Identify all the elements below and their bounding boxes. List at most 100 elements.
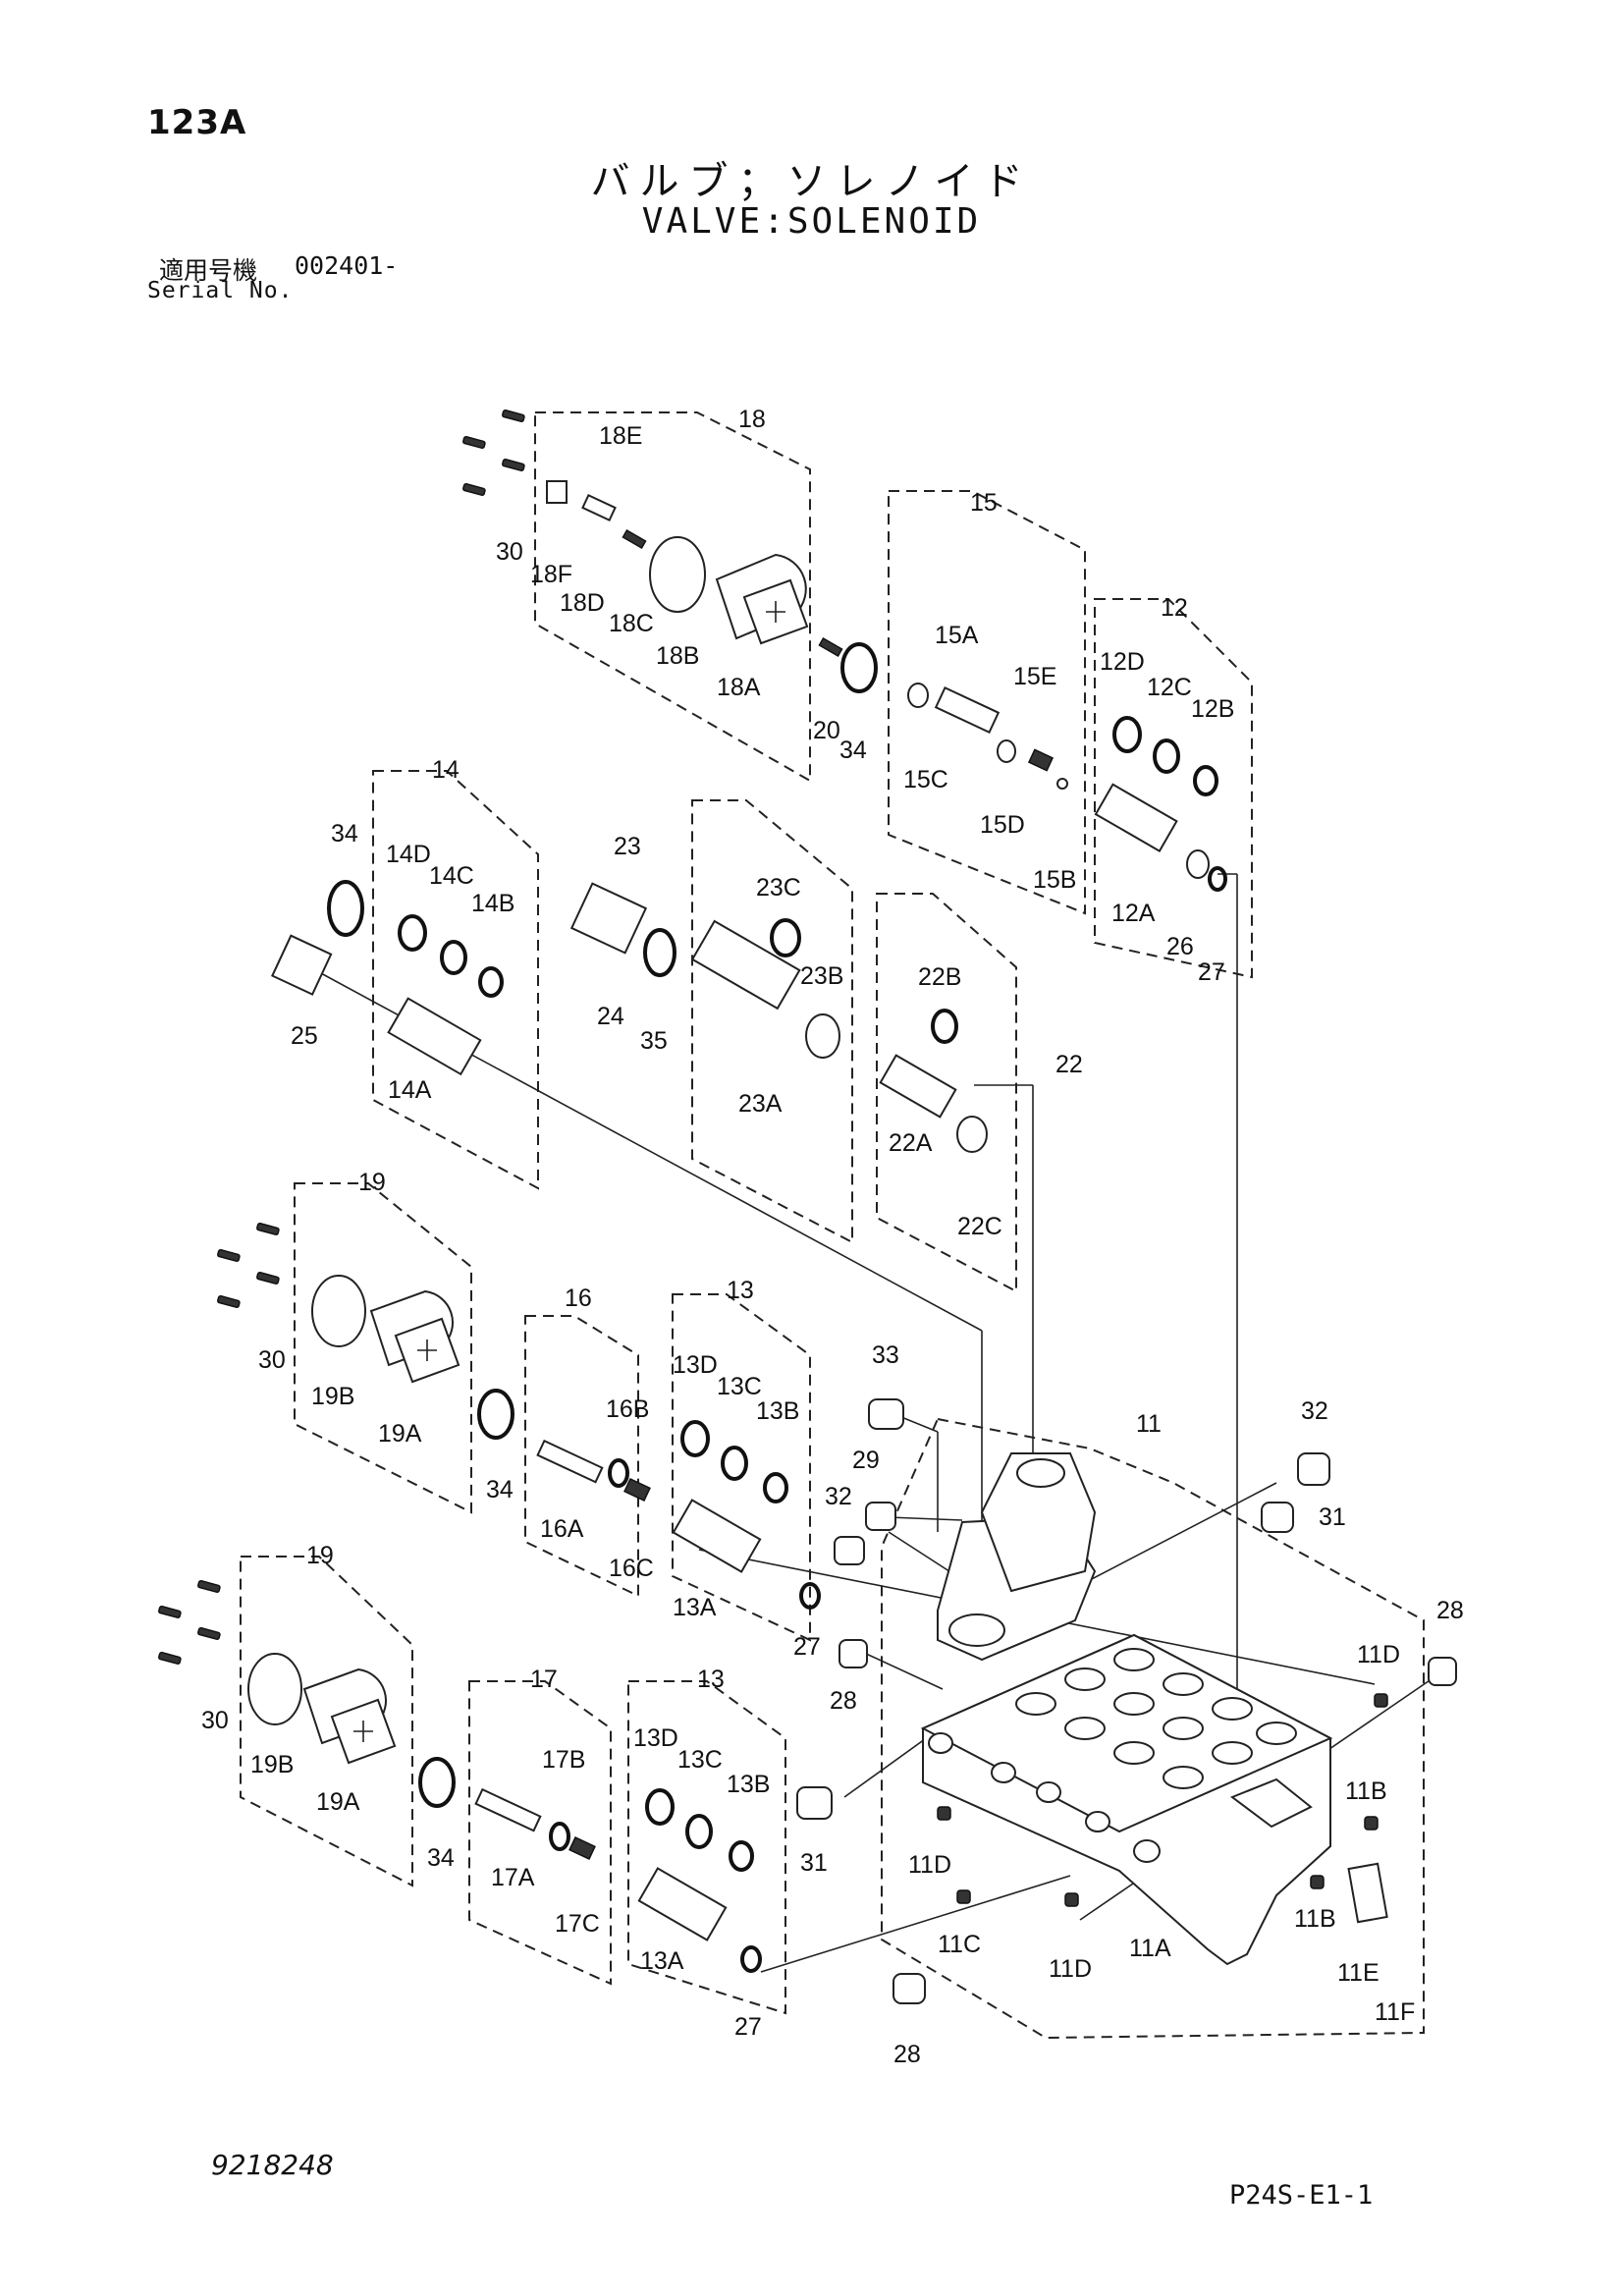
callout-30-top: 30 [496,538,523,566]
callout-18: 18 [738,406,766,433]
plug-25 [271,934,333,996]
spring-17c [568,1836,596,1860]
callout-12b: 12B [1191,695,1234,723]
callout-13a-upper: 13A [673,1594,717,1621]
plug-24 [569,882,648,955]
callout-13a-lower: 13A [640,1947,684,1975]
callout-11a: 11A [1129,1935,1171,1962]
page-id: 123A [147,103,247,142]
coil-19b-lower [247,1653,302,1725]
callout-11d-bottom: 11D [1049,1955,1092,1983]
callout-23a: 23A [738,1090,783,1118]
callout-22a: 22A [889,1129,933,1157]
callout-33: 33 [872,1341,899,1369]
serial-label-japanese: 適用号機 [159,256,258,285]
o-ring-27-upper [1208,866,1227,892]
o-ring-34-upper [840,642,878,693]
o-ring-14b [478,966,504,998]
callout-15: 15 [970,489,998,517]
serial-label-english: Serial No. [147,278,294,303]
ball-15b [1056,778,1068,790]
cartridge-13a-lower [637,1867,728,1941]
group-13-lower-outline [627,1680,786,2015]
callout-35: 35 [640,1027,668,1055]
o-ring-34-19-lower [418,1757,456,1808]
callout-19-lower: 19 [306,1542,334,1569]
spool-17a [474,1787,542,1832]
callout-17a: 17A [491,1864,535,1891]
callout-13b-upper: 13B [756,1397,799,1425]
o-ring-13c-upper [721,1446,748,1481]
callout-27-middle: 27 [793,1633,821,1661]
plug-28-bottom [893,1973,926,2004]
cartridge-13a-upper [672,1499,762,1573]
callout-15d: 15D [980,811,1025,839]
callout-11f: 11F [1375,1998,1415,2026]
plug-11c [956,1889,971,1904]
plug-26 [1186,849,1210,879]
seal-16b [608,1458,629,1488]
bolts-30-middle [217,1222,280,1309]
callout-16c: 16C [609,1555,654,1582]
leader-line [760,1875,1071,1973]
o-ring-13b-upper [763,1472,788,1503]
plug-11d-left [937,1806,951,1821]
plug-29 [865,1502,896,1531]
solenoid-19a-upper [369,1289,460,1384]
o-ring-13b-lower [729,1840,754,1872]
plug-11d-bottom [1064,1892,1079,1907]
group-15-outline [888,490,1086,915]
o-ring-34-19-upper [477,1389,514,1440]
callout-20: 20 [813,717,840,744]
bolts-30-top [462,409,525,497]
spring-16c [623,1478,651,1502]
callout-11b: 11B [1345,1777,1387,1805]
callout-34-top: 34 [839,737,867,764]
callout-25: 25 [291,1022,318,1050]
callout-17c: 17C [555,1910,600,1938]
callout-11c: 11C [938,1931,981,1958]
callout-34-14: 34 [331,820,358,847]
o-ring-22b [931,1009,958,1044]
callout-18c: 18C [609,610,654,637]
callout-12d: 12D [1100,648,1145,676]
callout-14: 14 [432,756,460,784]
washer-15d [997,739,1016,763]
plate-11e [1347,1862,1388,1924]
callout-28-bottom: 28 [893,2041,921,2068]
callout-16b: 16B [606,1395,649,1423]
o-ring-12b [1193,765,1218,796]
sleeve-23a [690,919,801,1011]
callout-28-left: 28 [830,1687,857,1715]
callout-13-lower: 13 [697,1666,725,1693]
spool-22a [879,1054,957,1119]
callout-30-bottom: 30 [201,1707,229,1734]
callout-31-left: 31 [800,1849,828,1877]
group-19-upper-outline [294,1182,472,1514]
o-ring-23c [770,918,801,957]
o-ring-34-14 [327,880,364,937]
serial-number-value: 002401- [295,251,399,280]
callout-22b: 22B [918,963,961,991]
o-ring-13d-upper [680,1420,710,1457]
o-ring-14c [440,940,467,975]
plug-32-right [1297,1452,1330,1486]
group-14-outline [372,770,539,1190]
coil-18b [649,536,706,613]
callout-30-middle: 30 [258,1346,286,1374]
callout-16: 16 [565,1285,592,1312]
cartridge-12a [1094,783,1178,852]
callout-24: 24 [597,1003,624,1030]
callout-14a: 14A [388,1076,432,1104]
title-japanese: バルブ；ソレノイド [590,159,1033,204]
plug-31-right [1261,1502,1294,1533]
o-ring-27-lower [740,1945,762,1973]
ring-22c [956,1116,988,1153]
callout-18b: 18B [656,642,699,670]
group-16-outline [524,1315,639,1598]
callout-13b-lower: 13B [727,1771,770,1798]
callout-23: 23 [614,833,641,860]
callout-13-upper: 13 [727,1277,754,1304]
callout-32-right: 32 [1301,1397,1328,1425]
callout-12a: 12A [1111,900,1156,927]
